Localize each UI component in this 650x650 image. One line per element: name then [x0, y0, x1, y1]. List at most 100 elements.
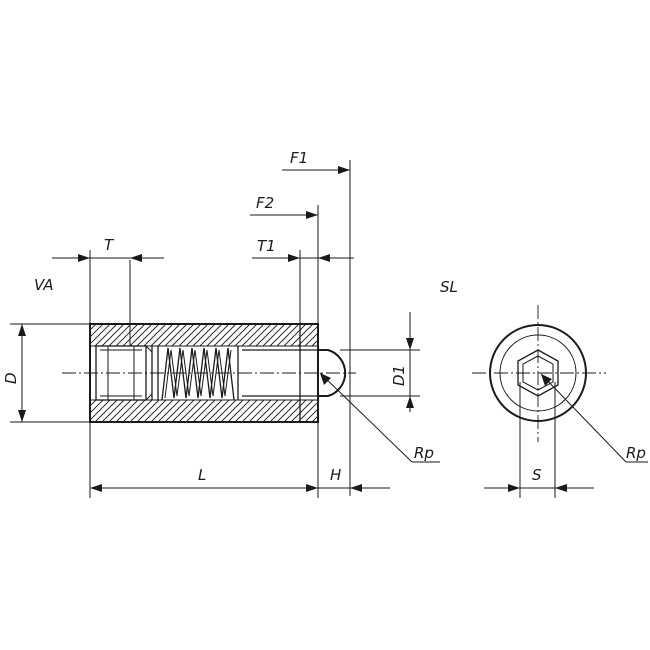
hatch-line — [192, 324, 216, 346]
hatch-line — [311, 339, 318, 346]
hatch-line — [150, 400, 174, 422]
hatch-line — [227, 324, 251, 346]
rp-end-label: Rp — [626, 444, 646, 462]
hatch-line — [213, 324, 237, 346]
hatch-line — [90, 324, 97, 331]
hatch-line — [326, 400, 348, 422]
side-view-label: VA — [34, 276, 54, 294]
hatch-line — [255, 324, 279, 346]
hatch-line — [333, 324, 355, 346]
hatch-line — [304, 332, 318, 346]
hatch-line — [178, 324, 202, 346]
hatch-line — [90, 324, 111, 345]
hatch-line — [227, 400, 251, 422]
dim-F2-label: F2 — [256, 194, 274, 212]
dim-F1-label: F1 — [290, 149, 308, 167]
hatch-line — [220, 324, 244, 346]
hatch-line — [60, 324, 82, 346]
hatch-line — [290, 400, 314, 422]
end-view-label: SL — [440, 278, 458, 296]
dim-F1 — [282, 166, 350, 174]
hatch-line — [129, 400, 153, 422]
dim-T1-label: T1 — [257, 237, 276, 255]
hatch-line — [122, 324, 146, 346]
hatch-line — [90, 400, 97, 407]
hatch-line — [108, 400, 132, 422]
hatch-line — [220, 400, 244, 422]
end-view: S Rp SL — [440, 278, 648, 498]
hatch-line — [136, 324, 160, 346]
hatch-line — [171, 324, 195, 346]
hatch-line — [269, 324, 293, 346]
hatch-line — [136, 400, 160, 422]
hatch-line — [143, 324, 167, 346]
hatch-line — [297, 401, 318, 422]
rp-leader-end — [540, 373, 648, 463]
hatch-line — [157, 400, 181, 422]
hatch-line — [248, 324, 272, 346]
hatch-line — [283, 324, 307, 346]
hatch-line — [122, 400, 146, 422]
dim-H-label: H — [330, 466, 341, 484]
hatch-line — [101, 400, 125, 422]
hatch-line — [319, 324, 341, 346]
hatch-line — [290, 324, 314, 346]
plunger-pin — [242, 349, 318, 397]
hatch-line — [185, 324, 209, 346]
hatch-line — [143, 400, 167, 422]
hatch-line — [206, 324, 230, 346]
hatch-line — [164, 400, 188, 422]
dim-F2 — [250, 211, 318, 219]
hatch-line — [94, 324, 118, 346]
dim-S-label: S — [532, 466, 542, 484]
rp-side-label: Rp — [414, 444, 434, 462]
hatch-line — [178, 400, 202, 422]
hatch-line — [192, 400, 216, 422]
hatch-line — [262, 400, 286, 422]
hatch-line — [67, 400, 89, 422]
hatch-line — [248, 400, 272, 422]
hatch-line — [276, 400, 300, 422]
dim-D-label: D — [2, 372, 20, 384]
dim-D1 — [406, 312, 414, 412]
hatch-line — [101, 324, 125, 346]
dim-S — [484, 484, 594, 492]
dim-T-label: T — [104, 236, 115, 254]
dim-T1 — [252, 254, 354, 262]
dim-D1-label: D1 — [390, 365, 408, 386]
hatch-line — [319, 400, 341, 422]
hatch-line — [326, 324, 348, 346]
hatch-line — [67, 324, 89, 346]
hatch-line — [157, 324, 181, 346]
hatch-line — [354, 400, 376, 422]
hatch-line — [297, 325, 318, 346]
hatch-line — [234, 324, 258, 346]
rp-leader-side — [319, 372, 440, 463]
hatch-line — [354, 324, 376, 346]
hatch-line — [262, 324, 286, 346]
hatch-line — [241, 400, 265, 422]
hatch-line — [90, 324, 104, 338]
hatch-line — [129, 324, 153, 346]
hatch-line — [199, 400, 223, 422]
hatch-line — [185, 400, 209, 422]
hatch-line — [213, 400, 237, 422]
hatch-line — [255, 400, 279, 422]
dim-D — [18, 324, 26, 422]
hatch-line — [171, 400, 195, 422]
hatch-line — [60, 400, 82, 422]
hatch-line — [234, 400, 258, 422]
hatch-line — [276, 324, 300, 346]
hatch-line — [199, 324, 223, 346]
hatch-line — [269, 400, 293, 422]
bottom-wall-hatching — [60, 400, 376, 422]
dim-L-label: L — [198, 466, 206, 484]
hatch-line — [94, 400, 118, 422]
hatch-line — [304, 408, 318, 422]
hatch-line — [90, 400, 111, 421]
hatch-line — [241, 324, 265, 346]
top-wall-hatching — [60, 324, 376, 346]
dim-H — [318, 484, 390, 492]
hatch-line — [108, 324, 132, 346]
